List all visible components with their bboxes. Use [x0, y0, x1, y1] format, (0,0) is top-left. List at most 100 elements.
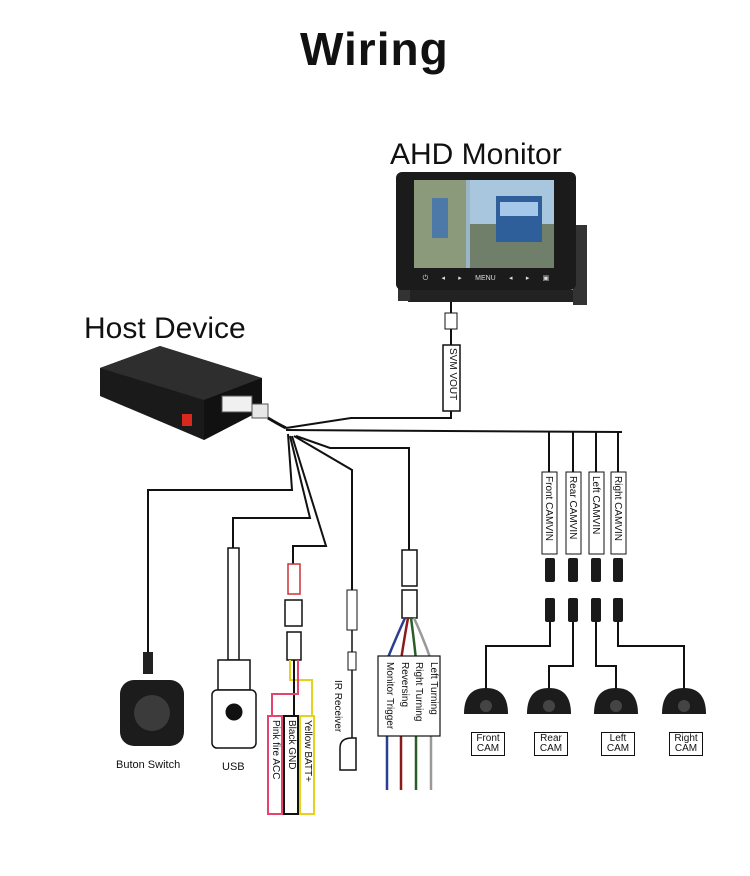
trigger-label-left-turning: Left Turning	[428, 662, 439, 715]
camera-rear-lens	[543, 700, 555, 712]
trigger-label-box	[377, 655, 441, 737]
camera-rear-label-line1: Rear	[540, 733, 562, 744]
power-label-black: Black GND	[286, 720, 297, 770]
cam-left-plug	[591, 598, 601, 622]
power-label-pink: Pink fire ACC	[270, 720, 281, 780]
camvin-right-label: Right CAMVIN	[612, 476, 623, 542]
monitor-label: AHD Monitor	[390, 138, 562, 171]
monitor-plug	[444, 312, 458, 330]
camera-left-label: Left CAM	[601, 732, 635, 756]
wire-usb	[232, 435, 312, 550]
camvin-rear-label: Rear CAMVIN	[567, 476, 578, 540]
wire-camera-trunk	[285, 429, 623, 433]
host-plug-2	[251, 403, 269, 419]
power-wire-yellow	[289, 660, 313, 716]
usb-cable-sheath	[227, 547, 240, 661]
ahd-monitor	[396, 172, 587, 305]
monitor-button[interactable]: ▸	[458, 274, 462, 282]
cable-right-cam	[617, 622, 685, 690]
usb-symbol	[225, 703, 243, 721]
ir-connector	[346, 589, 358, 631]
camera-right-label-line1: Right	[674, 733, 698, 744]
monitor-button-row: ⏻ ◂ ▸ MENU ◂ ▸ ▣	[416, 272, 556, 284]
power-connector	[267, 563, 315, 815]
power-plug-1	[284, 599, 303, 627]
power-plug-2	[286, 631, 302, 661]
camvin-left-label: Left CAMVIN	[590, 476, 601, 535]
camera-left-label-line1: Left	[609, 733, 627, 744]
cable-front-cam	[485, 622, 551, 690]
camera-right	[662, 688, 706, 714]
svm-vout-label: SVM VOUT	[447, 348, 458, 401]
host-top	[100, 346, 262, 400]
camvin-front-plug	[545, 558, 555, 582]
camvin-rear-box	[565, 471, 582, 555]
power-wire-pink	[271, 660, 299, 716]
ir-sensor-head	[339, 737, 357, 771]
camvin-right-box	[610, 471, 627, 555]
camera-left-lens	[610, 700, 622, 712]
ir-receiver	[339, 589, 358, 771]
camvin-front-label: Front CAMVIN	[543, 476, 554, 542]
page-title: Wiring	[300, 23, 449, 75]
camera-front-label-line2: CAM	[476, 743, 500, 754]
harness-wires	[147, 411, 623, 660]
usb-label: USB	[222, 761, 245, 773]
camera-front-lens	[480, 700, 492, 712]
wire-svm-vout	[285, 411, 452, 429]
cam-rear-plug	[568, 598, 578, 622]
power-label-yellow-frame	[299, 715, 315, 815]
trigger-label-monitor-trigger: Monitor Trigger	[384, 662, 395, 730]
camvin-left-box	[588, 471, 605, 555]
camvin-front-box	[541, 471, 558, 555]
trigger-plug-1	[401, 549, 418, 587]
monitor-button[interactable]: MENU	[475, 274, 496, 282]
camera-cables	[485, 622, 685, 690]
cam-right-plug	[613, 598, 623, 622]
button-switch-cable-boot	[143, 652, 153, 674]
camera-front	[464, 688, 508, 714]
host-plug	[221, 395, 253, 413]
power-label-black-frame	[283, 715, 299, 815]
camera-right-lens	[678, 700, 690, 712]
button-switch	[120, 652, 184, 746]
trigger-plug-2	[401, 589, 418, 619]
power-label-pink-frame	[267, 715, 283, 815]
host-device-label: Host Device	[84, 312, 246, 345]
button-switch-knob	[134, 695, 170, 731]
camvin-left-plug	[591, 558, 601, 582]
camera-system	[464, 471, 706, 714]
monitor-button[interactable]: ▣	[542, 274, 550, 282]
monitor-stand-bar	[408, 290, 576, 302]
monitor-button[interactable]: ⏻	[422, 274, 429, 282]
monitor-button[interactable]: ◂	[509, 274, 513, 282]
camera-rear-label: Rear CAM	[534, 732, 568, 756]
trigger-connector	[377, 549, 441, 790]
monitor-button[interactable]: ◂	[441, 274, 445, 282]
wire-button-switch	[147, 433, 294, 660]
host-harness	[267, 416, 287, 430]
monitor-button[interactable]: ▸	[525, 274, 530, 282]
host-device	[100, 346, 287, 440]
wire-power	[291, 435, 328, 566]
wire-ir	[293, 435, 353, 590]
power-label-yellow: Yellow BATT+	[302, 720, 313, 782]
camera-left	[594, 688, 638, 714]
monitor-screen-bus-top	[432, 198, 448, 238]
cam-front-plug	[545, 598, 555, 622]
cable-rear-cam	[548, 622, 574, 690]
usb-housing-top	[217, 659, 251, 691]
monitor-screen-bus-window	[500, 202, 538, 216]
host-red-switch	[182, 414, 192, 426]
cable-left-cam	[595, 622, 617, 690]
camvin-rear-plug	[568, 558, 578, 582]
usb-connector	[211, 547, 257, 749]
camera-rear-label-line2: CAM	[539, 743, 563, 754]
camera-front-label: Front CAM	[471, 732, 505, 756]
wire-trigger	[295, 435, 410, 550]
trigger-label-reversing: Reversing	[399, 662, 410, 708]
camera-right-label-line2: CAM	[674, 743, 698, 754]
camera-front-label-line1: Front	[476, 733, 500, 744]
ir-inline	[347, 651, 357, 671]
